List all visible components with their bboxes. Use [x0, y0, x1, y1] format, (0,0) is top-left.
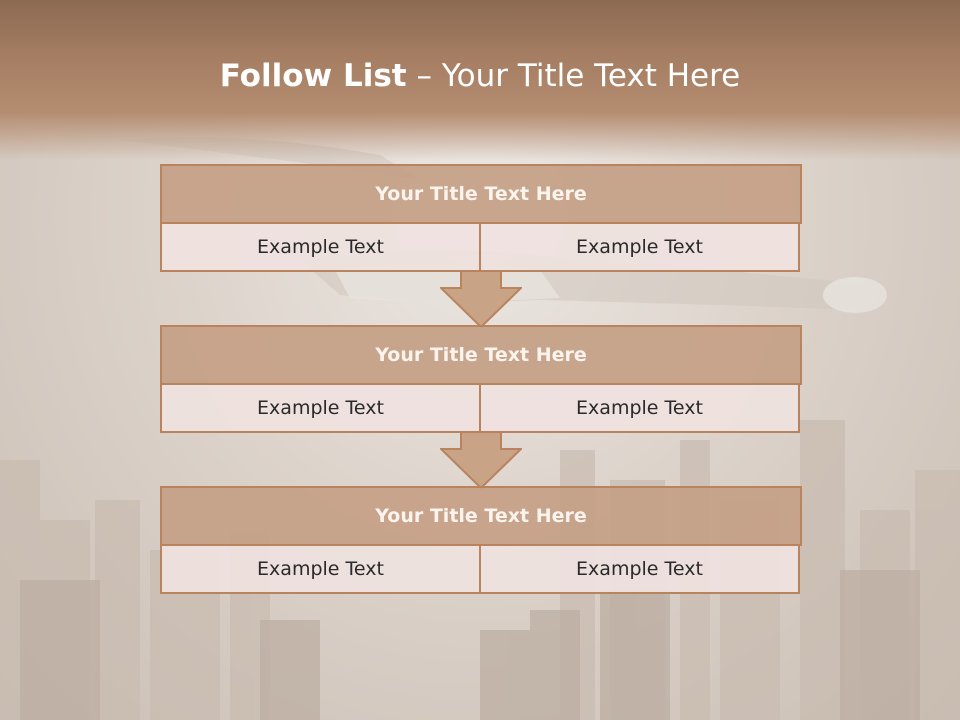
list-block-3: Your Title Text Here Example Text Exampl… — [160, 486, 802, 594]
slide-title-bold: Follow List — [219, 58, 407, 94]
slide-title-rest: – Your Title Text Here — [406, 58, 741, 94]
block-left-text[interactable]: Example Text — [160, 544, 481, 594]
block-title[interactable]: Your Title Text Here — [160, 325, 802, 385]
list-block-1: Your Title Text Here Example Text Exampl… — [160, 164, 802, 272]
down-arrow-icon — [440, 270, 522, 328]
list-block-2: Your Title Text Here Example Text Exampl… — [160, 325, 802, 433]
header-band — [0, 0, 960, 160]
block-left-text[interactable]: Example Text — [160, 383, 481, 433]
slide-title: Follow List – Your Title Text Here — [0, 56, 960, 96]
block-right-text[interactable]: Example Text — [479, 544, 800, 594]
background-city-image — [0, 420, 960, 720]
block-title[interactable]: Your Title Text Here — [160, 486, 802, 546]
block-right-text[interactable]: Example Text — [479, 222, 800, 272]
block-right-text[interactable]: Example Text — [479, 383, 800, 433]
down-arrow-icon — [440, 431, 522, 489]
block-title[interactable]: Your Title Text Here — [160, 164, 802, 224]
block-left-text[interactable]: Example Text — [160, 222, 481, 272]
